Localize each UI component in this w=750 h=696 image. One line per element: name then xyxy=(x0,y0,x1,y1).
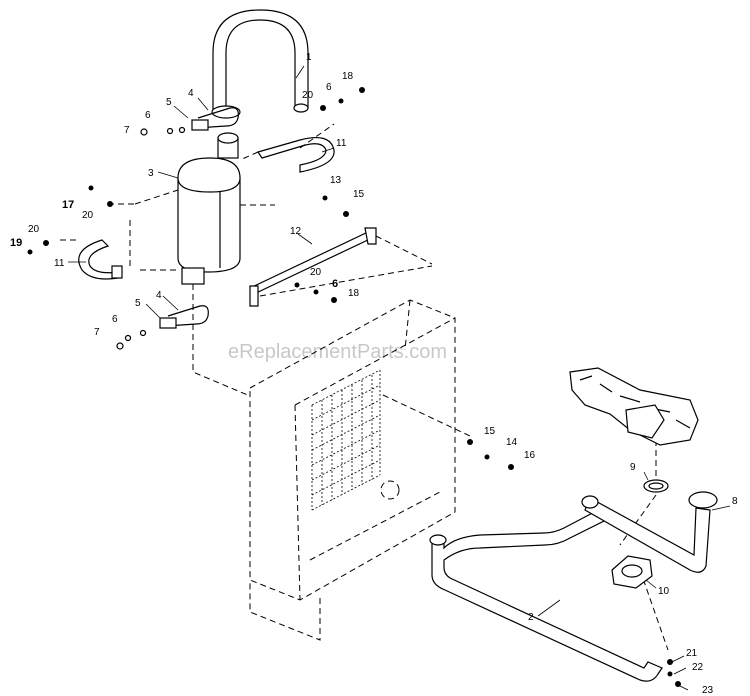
callout-6-bar: 6 xyxy=(332,278,338,290)
callout-12: 12 xyxy=(290,226,302,237)
leader-lines xyxy=(68,65,731,691)
callout-14: 14 xyxy=(506,437,518,448)
callout-18-lower: 18 xyxy=(348,288,360,299)
callout-6-lower: 6 xyxy=(112,314,118,325)
hardware-fasteners xyxy=(27,87,681,687)
callout-15-upper: 15 xyxy=(353,189,365,200)
muffler-part xyxy=(177,132,241,285)
upper-clamp-part xyxy=(140,107,239,136)
support-bar-part xyxy=(249,227,377,307)
callout-7-lower: 7 xyxy=(94,327,100,338)
callout-5-upper: 5 xyxy=(166,97,172,108)
callout-6-topright: 6 xyxy=(326,82,332,93)
callout-22: 22 xyxy=(692,662,704,673)
tailpipe-part xyxy=(211,9,309,119)
callout-20-left: 20 xyxy=(82,210,94,221)
watermark: eReplacementParts.com xyxy=(228,341,447,363)
callout-6-upper: 6 xyxy=(145,110,151,121)
callout-11-upper: 11 xyxy=(336,138,347,149)
callout-7-upper: 7 xyxy=(124,125,130,136)
gasket-part xyxy=(643,479,669,493)
enclosure-panel xyxy=(249,299,456,641)
callout-1: 1 xyxy=(306,52,312,63)
callout-5-lower: 5 xyxy=(135,298,141,309)
callout-20-topright: 20 xyxy=(302,90,314,101)
engine-manifold xyxy=(569,367,699,446)
callout-16: 16 xyxy=(524,450,536,461)
callout-2: 2 xyxy=(528,612,534,623)
callout-17: 17 xyxy=(62,199,74,211)
callout-4-upper: 4 xyxy=(188,88,194,99)
callout-13: 13 xyxy=(330,175,342,186)
outlet-pipe-part xyxy=(581,491,718,573)
flange-part xyxy=(611,555,653,589)
callout-11-left: 11 xyxy=(54,258,65,269)
callout-18-upper: 18 xyxy=(342,71,354,82)
callout-3: 3 xyxy=(148,168,154,179)
callout-9: 9 xyxy=(630,462,636,473)
callout-labels: 1 2 3 4 4 5 5 6 6 6 6 7 7 8 9 10 11 11 1… xyxy=(10,52,738,696)
lower-clamp-part xyxy=(116,305,209,350)
callout-20-bar: 20 xyxy=(310,267,322,278)
callout-21: 21 xyxy=(686,648,698,659)
callout-8: 8 xyxy=(732,496,738,507)
callout-15-lower: 15 xyxy=(484,426,496,437)
callout-23: 23 xyxy=(702,685,714,696)
callout-10: 10 xyxy=(658,586,670,597)
callout-4-lower: 4 xyxy=(156,290,162,301)
mount-bracket-left xyxy=(78,239,123,280)
callout-20-far-left: 20 xyxy=(28,224,40,235)
callout-19: 19 xyxy=(10,237,22,249)
mount-bracket-upper xyxy=(257,137,335,173)
exhaust-pipe-part xyxy=(429,507,663,682)
